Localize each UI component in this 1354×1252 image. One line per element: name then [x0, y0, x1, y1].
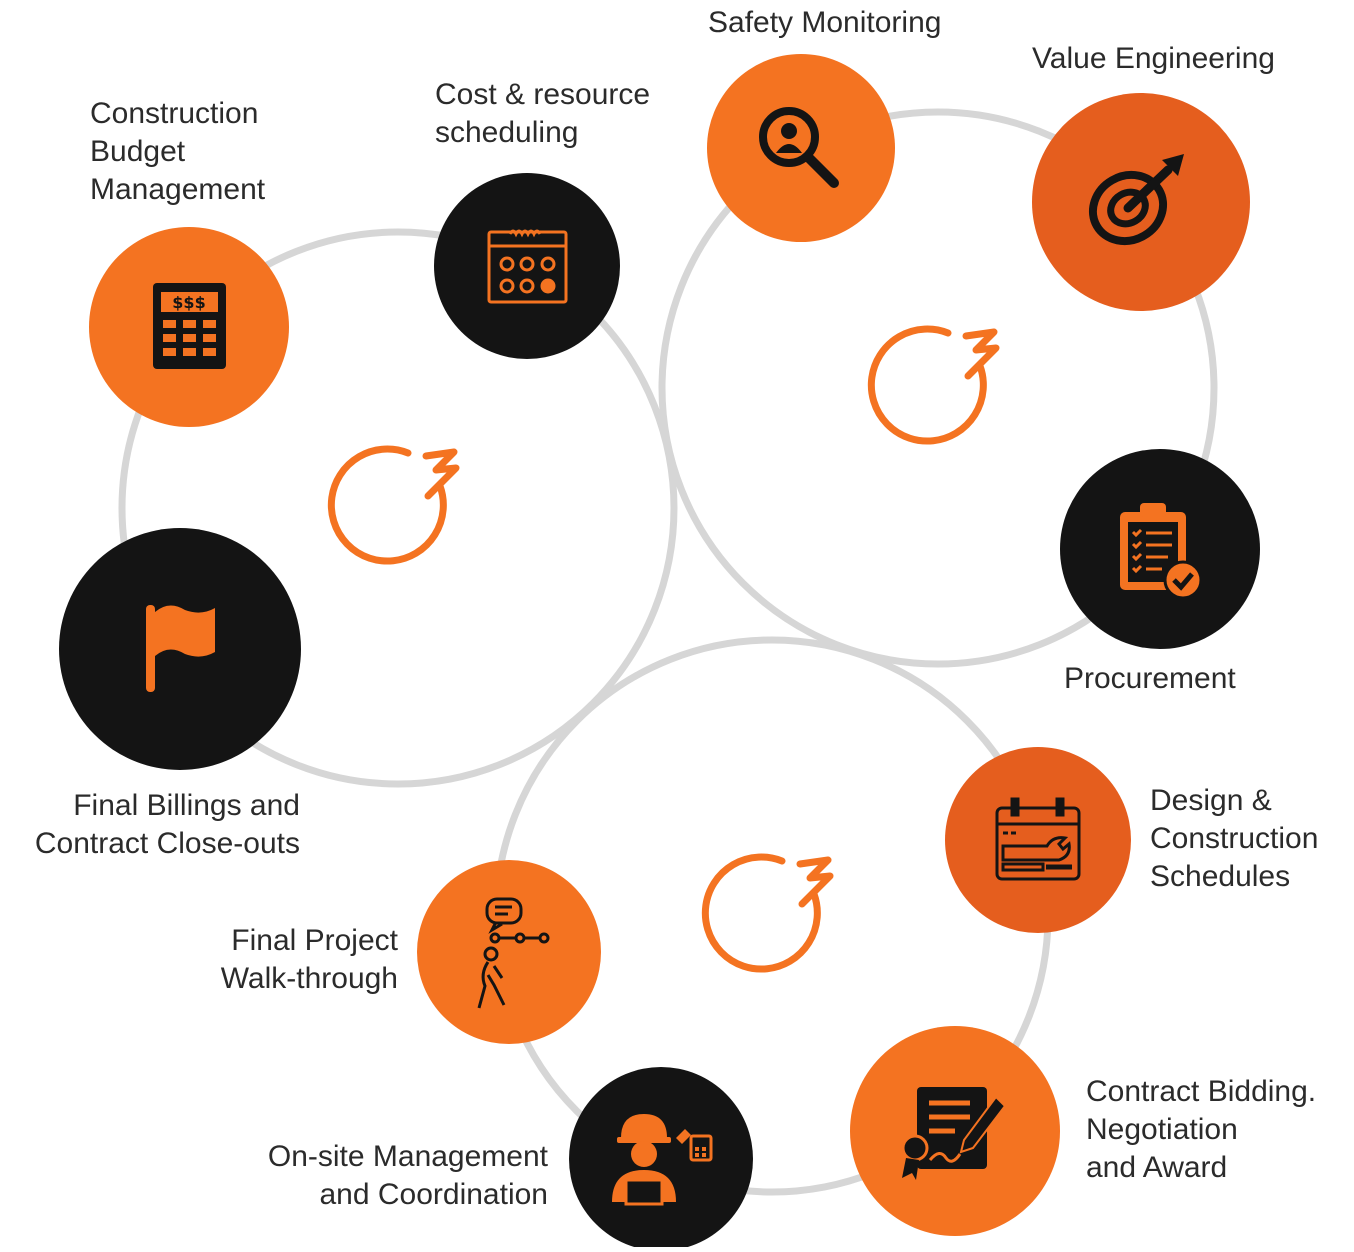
walking-person-icon: [477, 897, 550, 1009]
step-onsite-label: On-site Management and Coordination: [268, 1138, 548, 1214]
clipboard-check-icon: [1120, 503, 1203, 600]
step-safety-node: [707, 54, 895, 242]
label-line: Contract Close-outs: [34, 827, 300, 860]
step-bidding-label: Contract Bidding. Negotiation and Award: [1086, 1073, 1316, 1187]
step-value-node: [1032, 93, 1250, 311]
calendar-icon: [487, 229, 568, 304]
label-line: and Award: [1086, 1151, 1228, 1184]
ring-left: [118, 228, 678, 788]
logo-mark-bottom: [701, 853, 834, 973]
step-billing-node: [59, 528, 301, 770]
step-procurement-node: [1060, 449, 1260, 649]
label-line: Safety Monitoring: [708, 6, 942, 39]
label-line: Procurement: [1064, 662, 1236, 695]
label-line: Budget: [90, 135, 186, 168]
step-scheduling-node: [434, 173, 620, 359]
calendar-tools-icon: [995, 797, 1081, 881]
label-line: Contract Bidding.: [1086, 1075, 1317, 1108]
label-line: On-site Management: [267, 1140, 548, 1173]
label-line: Management: [90, 173, 266, 206]
ring-right: [658, 108, 1218, 668]
logo-mark-right: [867, 325, 1000, 445]
step-value-label: Value Engineering: [1032, 40, 1275, 78]
step-budget-label: Construction Budget Management: [90, 95, 265, 209]
step-scheduling-label: Cost & resource scheduling: [435, 76, 650, 152]
step-budget-node: $$$: [89, 227, 289, 427]
label-line: scheduling: [435, 116, 579, 149]
label-line: Construction: [1150, 822, 1319, 855]
label-line: Schedules: [1150, 860, 1291, 893]
label-line: Design &: [1150, 784, 1272, 817]
contract-award-icon: [901, 1087, 1007, 1180]
label-line: Negotiation: [1086, 1113, 1238, 1146]
label-line: Walk-through: [220, 962, 398, 995]
step-billing-label: Final Billings and Contract Close-outs: [35, 787, 300, 863]
logo-mark-left: [327, 445, 460, 565]
step-design-node: [945, 747, 1131, 933]
label-line: Final Billings and: [73, 789, 300, 822]
label-line: Final Project: [231, 924, 398, 957]
step-safety-label: Safety Monitoring: [708, 4, 941, 42]
target-dart-icon: [1088, 154, 1184, 246]
step-design-label: Design & Construction Schedules: [1150, 782, 1318, 896]
flag-icon: [146, 605, 215, 692]
step-onsite-node: [569, 1067, 753, 1251]
label-line: Cost & resource: [435, 78, 651, 111]
step-walkthrough-node: [417, 860, 601, 1044]
svg-text:$$$: $$$: [172, 293, 205, 312]
step-bidding-node: [850, 1026, 1060, 1236]
engineer-icon: [612, 1114, 713, 1206]
label-line: Construction: [90, 97, 259, 130]
calculator-icon: $$$: [153, 283, 226, 369]
label-line: Value Engineering: [1032, 42, 1275, 75]
step-walkthrough-label: Final Project Walk-through: [221, 922, 398, 998]
magnifier-person-icon: [759, 107, 839, 188]
step-procurement-label: Procurement: [1064, 660, 1236, 698]
label-line: and Coordination: [319, 1178, 548, 1211]
